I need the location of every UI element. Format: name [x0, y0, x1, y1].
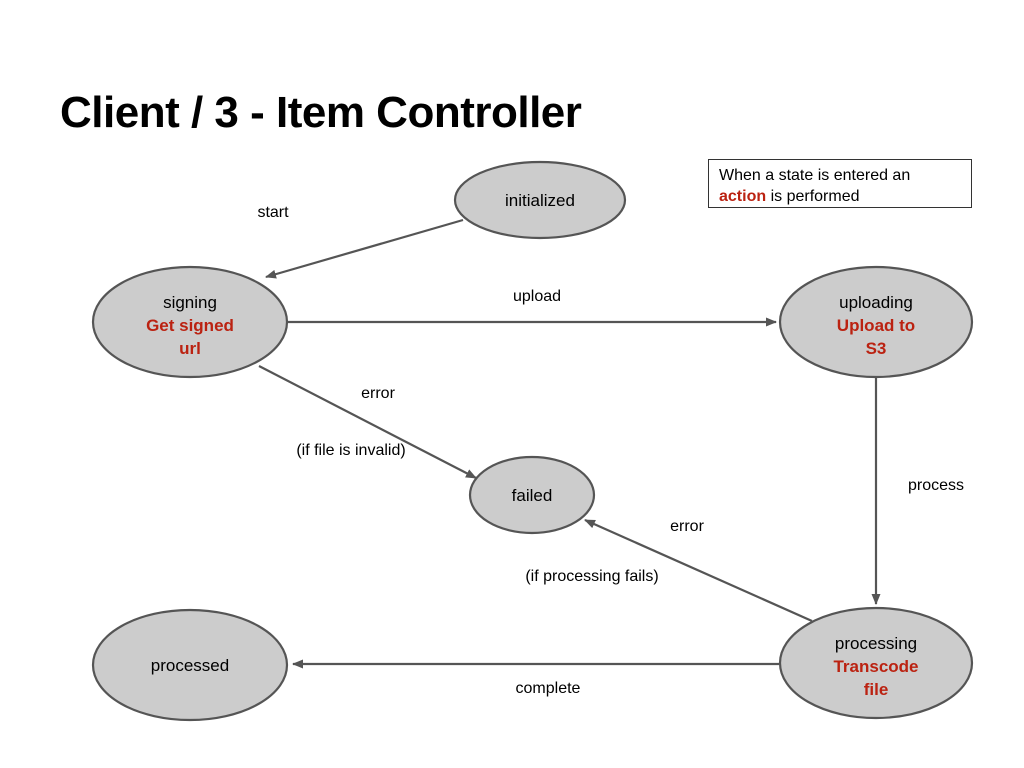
state-action-uploading-line1: Upload to [837, 316, 915, 335]
legend-box: When a state is entered an action is per… [708, 159, 972, 208]
edge-process: process [871, 378, 964, 605]
edge-label-start: start [257, 204, 289, 221]
state-node-initialized[interactable]: initialized [453, 160, 627, 240]
state-name-initialized: initialized [505, 191, 575, 210]
state-name-failed: failed [512, 486, 553, 505]
edge-error-processing-fails: error (if processing fails) [525, 518, 813, 623]
state-node-failed[interactable]: failed [468, 455, 596, 535]
state-action-uploading-line2: S3 [866, 339, 887, 358]
legend-line-1: When a state is entered an [719, 167, 911, 184]
legend-line-2: action is performed [719, 186, 971, 207]
state-name-signing: signing [163, 293, 217, 312]
edge-label-complete: complete [516, 680, 581, 697]
edge-label-upload: upload [513, 288, 561, 305]
edge-label-process: process [908, 477, 964, 494]
edge-start: start [257, 204, 464, 279]
edge-label-error-processing-fails: error [670, 518, 704, 535]
edge-complete: complete [292, 659, 779, 697]
state-name-processed: processed [151, 656, 229, 675]
state-node-signing[interactable]: signing Get signed url [91, 265, 289, 379]
edge-error-invalid-file: error (if file is invalid) [258, 365, 477, 479]
state-node-processing[interactable]: processing Transcode file [778, 606, 974, 720]
edge-label-error-processing-fails-condition: (if processing fails) [525, 568, 658, 585]
page-title: Client / 3 - Item Controller [60, 88, 582, 137]
edge-label-error-invalid-file: error [361, 385, 395, 402]
state-action-processing-line2: file [864, 680, 889, 699]
state-name-uploading: uploading [839, 293, 913, 312]
legend-line-2-suffix: is performed [766, 188, 860, 205]
state-node-uploading[interactable]: uploading Upload to S3 [778, 265, 974, 379]
state-action-signing-line2: url [179, 339, 201, 358]
state-action-signing-line1: Get signed [146, 316, 234, 335]
state-node-processed[interactable]: processed [91, 608, 289, 722]
state-name-processing: processing [835, 634, 917, 653]
edge-upload: upload [288, 288, 777, 327]
legend-accent-word: action [719, 188, 767, 205]
edge-label-error-invalid-file-condition: (if file is invalid) [296, 442, 405, 459]
state-action-processing-line1: Transcode [833, 657, 918, 676]
